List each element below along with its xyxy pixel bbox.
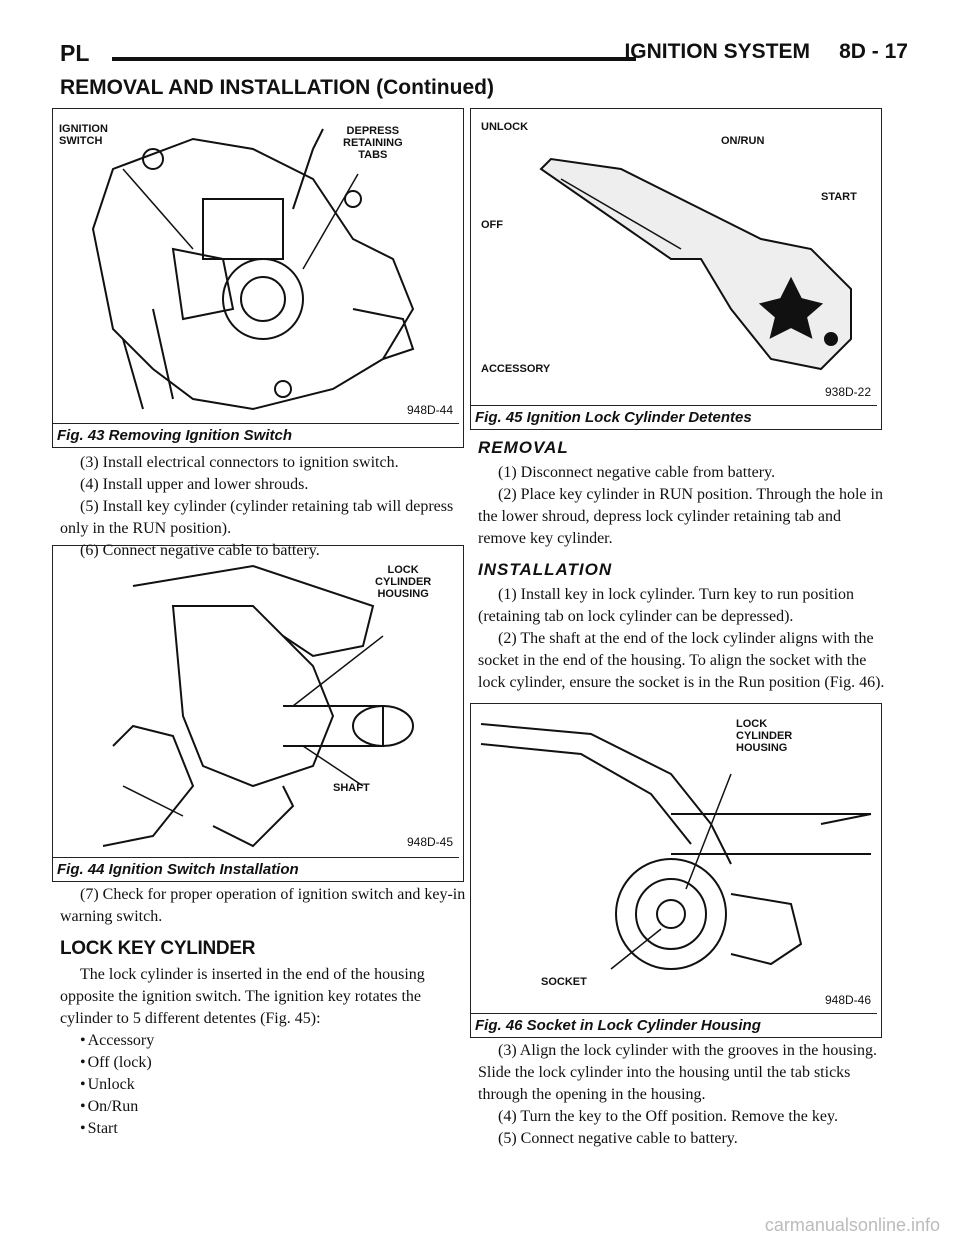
install-step-3: (3) Align the lock cylinder with the gro… <box>478 1042 878 1103</box>
step-6: (6) Connect negative cable to battery. <box>80 542 320 559</box>
removal-heading: REMOVAL <box>478 438 569 457</box>
fig43-label-tabs: DEPRESS RETAINING TABS <box>343 125 403 161</box>
install-step-5: (5) Connect negative cable to battery. <box>498 1130 738 1147</box>
watermark: carmanualsonline.info <box>764 1215 940 1235</box>
fig45-caption: Fig. 45 Ignition Lock Cylinder Detentes <box>471 405 877 429</box>
step-7: (7) Check for proper operation of igniti… <box>60 886 466 925</box>
left-column-lower: (7) Check for proper operation of igniti… <box>60 884 470 1140</box>
fig43-label-switch: IGNITION SWITCH <box>59 123 108 147</box>
fig45-label-off: OFF <box>481 219 503 231</box>
figure-45: UNLOCK ON/RUN START OFF ACCESSORY 938D-2… <box>470 108 882 430</box>
header-rule <box>112 57 636 61</box>
step-4: (4) Install upper and lower shrouds. <box>80 476 309 493</box>
fig46-illustration <box>480 723 872 970</box>
step-3: (3) Install electrical connectors to ign… <box>80 454 399 471</box>
lock-key-cylinder-heading: LOCK KEY CYLINDER <box>60 938 256 959</box>
bullet-accessory: •Accessory <box>80 1032 155 1049</box>
bullet-onrun: •On/Run <box>80 1098 139 1115</box>
bullet-start: •Start <box>80 1120 118 1137</box>
page-header: PL IGNITION SYSTEM 8D - 17 <box>60 40 908 70</box>
header-left: PL <box>60 40 90 66</box>
left-column-upper: (3) Install electrical connectors to ign… <box>60 452 470 562</box>
bullet-unlock: •Unlock <box>80 1076 135 1093</box>
fig45-label-start: START <box>821 191 857 203</box>
removal-step-2: (2) Place key cylinder in RUN position. … <box>478 486 883 547</box>
fig45-illustration <box>539 157 852 371</box>
fig45-label-unlock: UNLOCK <box>481 121 529 133</box>
continued-heading: REMOVAL AND INSTALLATION (Continued) <box>60 76 494 99</box>
fig46-code: 948D-46 <box>824 993 871 1007</box>
fig43-caption: Fig. 43 Removing Ignition Switch <box>53 423 459 447</box>
fig46-label-socket: SOCKET <box>541 976 587 988</box>
figure-43: IGNITION SWITCH DEPRESS RETAINING TABS 9… <box>52 108 464 448</box>
lock-key-paragraph: The lock cylinder is inserted in the end… <box>60 966 425 1027</box>
install-step-4: (4) Turn the key to the Off position. Re… <box>498 1108 838 1125</box>
install-step-1: (1) Install key in lock cylinder. Turn k… <box>478 586 854 625</box>
fig43-code: 948D-44 <box>406 403 453 417</box>
fig44-label-housing: LOCK CYLINDER HOUSING <box>375 564 432 600</box>
header-right: IGNITION SYSTEM 8D - 17 <box>624 40 908 63</box>
bullet-off: •Off (lock) <box>80 1054 152 1071</box>
right-column-lower: (3) Align the lock cylinder with the gro… <box>478 1040 888 1150</box>
figure-46: LOCK CYLINDER HOUSING SOCKET 948D-46 Fig… <box>470 703 882 1038</box>
fig44-illustration <box>102 564 414 848</box>
fig45-label-accessory: ACCESSORY <box>481 363 551 375</box>
fig46-label-housing: LOCK CYLINDER HOUSING <box>736 718 793 754</box>
fig45-code: 938D-22 <box>824 385 871 399</box>
removal-step-1: (1) Disconnect negative cable from batte… <box>498 464 776 481</box>
fig46-caption: Fig. 46 Socket in Lock Cylinder Housing <box>471 1013 877 1037</box>
fig43-illustration <box>91 128 415 411</box>
install-step-2: (2) The shaft at the end of the lock cyl… <box>478 630 885 691</box>
figure-44: LOCK CYLINDER HOUSING SHAFT 948D-45 Fig.… <box>52 545 464 882</box>
fig44-code: 948D-45 <box>406 835 453 849</box>
fig45-label-onrun: ON/RUN <box>721 135 765 147</box>
right-column-upper: REMOVAL (1) Disconnect negative cable fr… <box>478 432 888 694</box>
fig44-caption: Fig. 44 Ignition Switch Installation <box>53 857 459 881</box>
fig44-label-shaft: SHAFT <box>333 782 370 794</box>
step-5: (5) Install key cylinder (cylinder retai… <box>60 498 454 537</box>
installation-heading: INSTALLATION <box>478 560 613 579</box>
